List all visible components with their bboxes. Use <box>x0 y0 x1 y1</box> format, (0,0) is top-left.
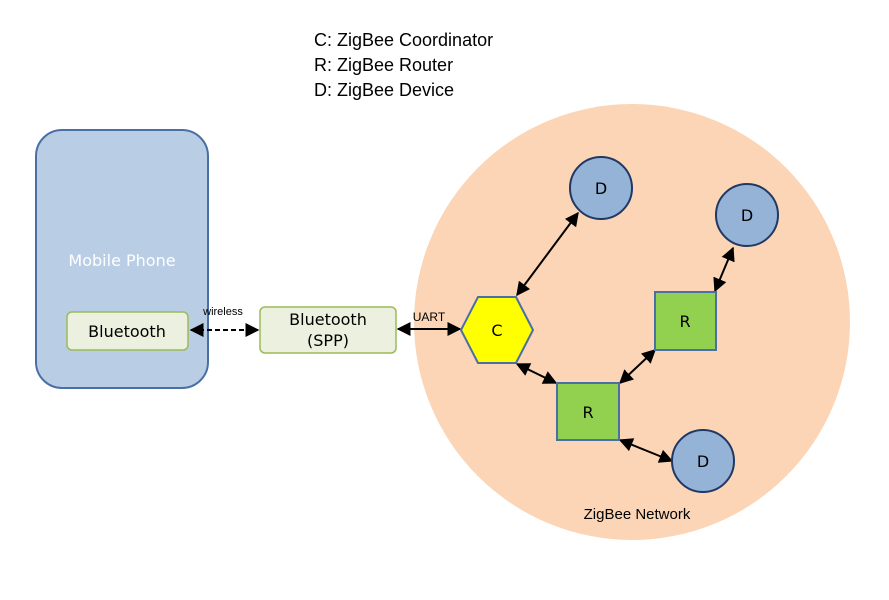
legend-coordinator: C: ZigBee Coordinator <box>314 30 493 50</box>
mobile-phone-label: Mobile Phone <box>68 251 175 270</box>
bluetooth-spp-line2: (SPP) <box>307 331 349 350</box>
device-node-bottom <box>671 429 735 493</box>
phone-bluetooth-label: Bluetooth <box>88 322 166 341</box>
link-router1-device2 <box>713 246 735 293</box>
legend-router: R: ZigBee Router <box>314 55 453 75</box>
link-coordinator-router2 <box>515 363 558 384</box>
link-router2-device3 <box>618 438 674 463</box>
coordinator-node <box>459 296 535 364</box>
bluetooth-spp-box <box>259 306 397 354</box>
uart-label: UART <box>413 310 446 324</box>
link-router2-router1 <box>618 349 657 384</box>
legend-device: D: ZigBee Device <box>314 80 454 100</box>
device-top-label: D <box>595 179 607 198</box>
device-bottom-label: D <box>697 452 709 471</box>
device-node-top <box>569 156 633 220</box>
router-node-lower <box>556 382 620 441</box>
bluetooth-spp-line1: Bluetooth <box>289 310 367 329</box>
link-coordinator-device1 <box>516 211 579 297</box>
router-node-upper <box>654 291 717 351</box>
device-node-right <box>715 183 779 247</box>
coordinator-label: C <box>491 321 502 340</box>
router-lower-label: R <box>582 403 593 422</box>
router-upper-label: R <box>679 312 690 331</box>
wireless-label: wireless <box>202 306 243 318</box>
device-right-label: D <box>741 206 753 225</box>
legend: C: ZigBee Coordinator R: ZigBee Router D… <box>314 30 493 100</box>
phone-bluetooth-box <box>66 311 189 351</box>
zigbee-network-label: ZigBee Network <box>584 506 691 523</box>
